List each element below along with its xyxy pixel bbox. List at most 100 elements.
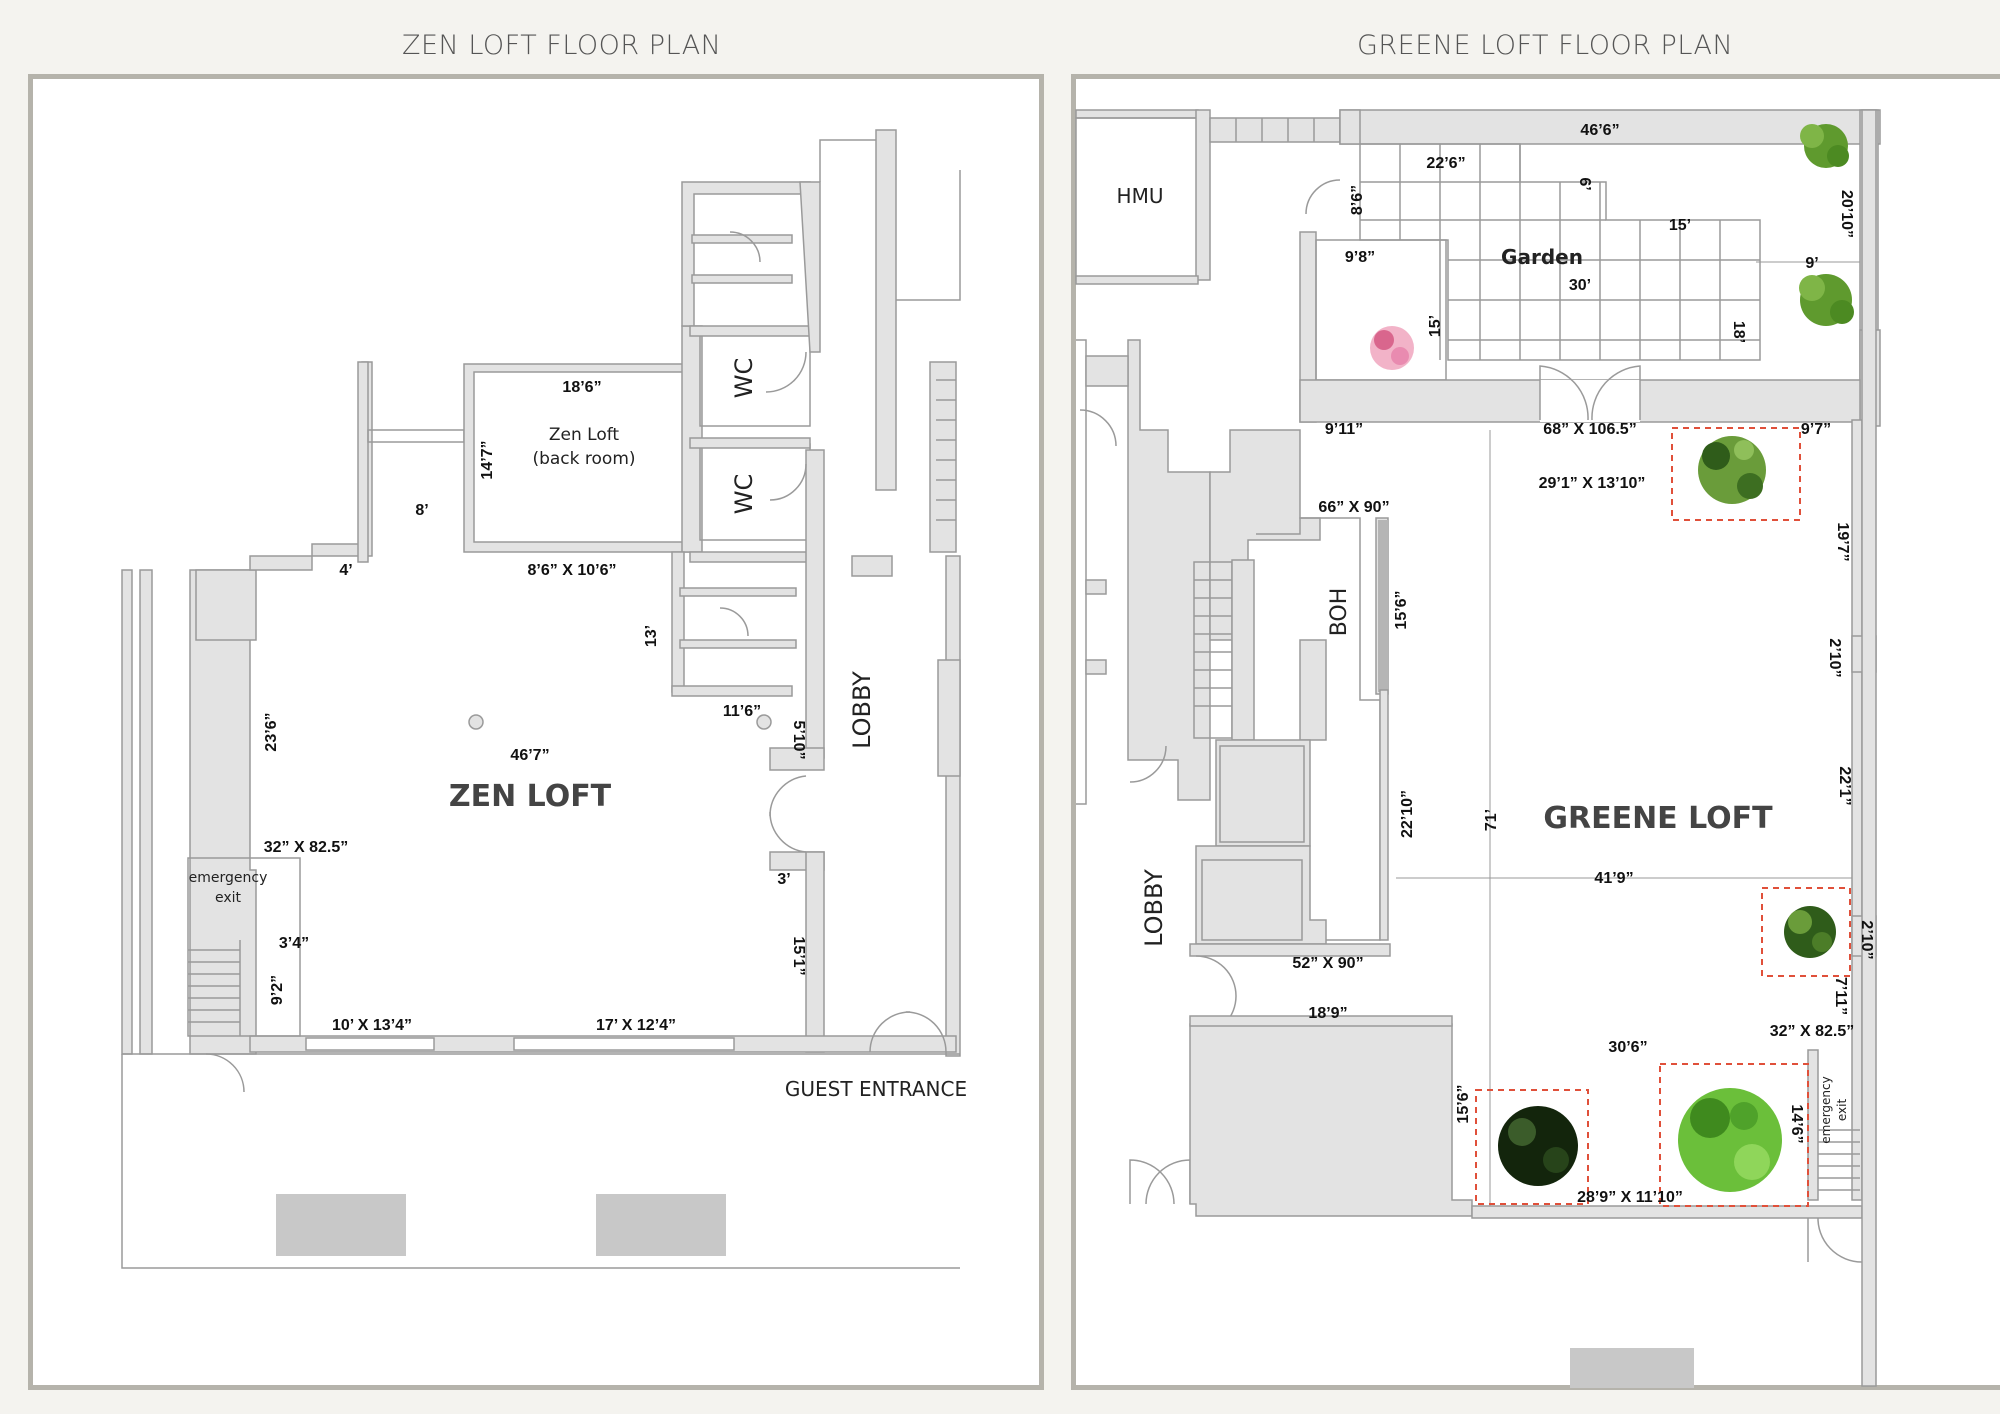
zen-wc-door-2 — [769, 463, 807, 501]
zen-floor-plan: Zen Loft (back room) WC WC LOBBY ZEN LOF… — [121, 129, 967, 1269]
greene-east-wall — [1851, 419, 1863, 1201]
zen-wc-1-label: WC — [730, 358, 758, 399]
zen-planter-2 — [596, 1194, 726, 1256]
zen-east-service-wall — [875, 129, 897, 491]
zen-window-1 — [305, 1037, 435, 1051]
zen-west-pillar — [189, 569, 257, 1055]
zen-column-2 — [756, 714, 772, 730]
greene-garden-door-2 — [1591, 365, 1641, 421]
zen-dim-8: 8’ — [415, 502, 428, 519]
greene-dim-14-6: 14’6” — [1788, 1104, 1805, 1143]
greene-hmu-label: HMU — [1117, 184, 1164, 208]
greene-zone-4 — [1659, 1063, 1809, 1207]
greene-garden-north-wall — [1339, 109, 1881, 145]
greene-dim-15-6b: 15’6” — [1455, 1084, 1472, 1123]
greene-exit-door — [1817, 1215, 1863, 1263]
zen-lobby-label: LOBBY — [848, 671, 876, 749]
zen-stall-door-1 — [729, 231, 761, 263]
zen-lobby-east-wall — [945, 555, 961, 1057]
zen-dim-back-width: 18’6” — [562, 379, 601, 396]
greene-plant-4 — [1784, 906, 1836, 958]
greene-dim-22-6: 22’6” — [1426, 155, 1465, 172]
greene-garden-door-1 — [1539, 365, 1589, 421]
greene-dim-7-11: 7’11” — [1832, 977, 1849, 1015]
zen-lower-stall-wall — [671, 551, 685, 693]
greene-south-wall — [1471, 1205, 1863, 1219]
greene-lobby-door-1 — [1195, 955, 1237, 997]
greene-boh-label: BOH — [1327, 588, 1352, 637]
zen-courtyard-outline — [121, 1054, 960, 1269]
zen-lobby-top-wall — [851, 555, 893, 577]
zen-wc-door-1 — [765, 351, 807, 393]
zen-dim-3: 3’ — [777, 871, 790, 888]
greene-planter — [1570, 1348, 1694, 1388]
greene-dim-22-1: 22’1” — [1836, 766, 1853, 805]
zen-entrance-door-2 — [905, 1011, 947, 1053]
zen-stall-divider-3 — [679, 587, 797, 597]
zen-dim-46-7: 46’7” — [510, 747, 549, 764]
zen-back-room-label-2: (back room) — [532, 449, 635, 469]
greene-west-stub-2 — [1085, 579, 1107, 595]
zen-dim-10: 10’ X 13’4” — [332, 1017, 412, 1034]
zen-corridor-step — [769, 747, 825, 771]
greene-lobby-label: LOBBY — [1140, 869, 1168, 947]
greene-dim-41-9: 41’9” — [1594, 870, 1633, 887]
greene-dim-8-6: 8’6” — [1349, 185, 1366, 215]
zen-stall-bottom-wall — [671, 685, 793, 697]
greene-dim-18-9: 18’9” — [1308, 1005, 1347, 1022]
zen-lobby-east-nook — [937, 659, 961, 777]
greene-dim-66: 66” X 90” — [1318, 499, 1389, 516]
greene-dim-46-6: 46’6” — [1580, 122, 1619, 139]
greene-south-west-block-top — [1189, 1015, 1453, 1027]
greene-plan-title: GREENE LOFT FLOOR PLAN — [1357, 30, 1734, 61]
zen-dim-23-6: 23’6” — [263, 712, 280, 751]
zen-window-2 — [513, 1037, 735, 1051]
greene-dim-32: 32” X 82.5” — [1770, 1023, 1855, 1040]
greene-stair-treads — [1194, 579, 1232, 707]
greene-west-stub-3 — [1085, 659, 1107, 675]
greene-dim-9-11: 9’11” — [1325, 421, 1363, 438]
zen-entrance-door-1 — [869, 1011, 911, 1053]
zen-room-name: ZEN LOFT — [449, 779, 612, 814]
greene-far-east-line — [1861, 109, 1877, 1387]
greene-plant-pink — [1370, 326, 1414, 370]
zen-exit-door — [205, 1053, 245, 1093]
greene-boh-south-wall — [1189, 943, 1391, 957]
zen-wc-bottom-wall — [689, 551, 811, 563]
zen-wc-block-top — [681, 181, 811, 327]
zen-north-pillar — [357, 361, 369, 563]
zen-dim-back-door: 8’6” X 10’6” — [528, 562, 617, 579]
greene-exit-wall — [1807, 1049, 1819, 1201]
zen-lobby-door-1 — [769, 775, 807, 817]
greene-boh-room-2 — [1201, 859, 1303, 941]
greene-stair-core — [1209, 429, 1321, 641]
zen-stall-divider-4 — [679, 639, 797, 649]
zen-dim-13: 13’ — [643, 625, 660, 647]
greene-hmu-bottom — [1075, 275, 1199, 285]
zen-north-step-wall — [249, 361, 373, 571]
greene-plant-1 — [1800, 124, 1849, 168]
greene-dim-9-8: 9’8” — [1345, 249, 1375, 266]
zen-dim-32: 32” X 82.5” — [264, 839, 349, 856]
greene-south-door-1 — [1129, 1159, 1175, 1205]
greene-dim-68: 68” X 106.5” — [1543, 421, 1636, 438]
greene-plant-2 — [1799, 274, 1854, 326]
greene-stair-east-wall — [1231, 559, 1255, 741]
greene-boh-room-1-inner — [1219, 745, 1305, 843]
zen-dim-3-4: 3’4” — [279, 935, 309, 952]
zen-stall-divider-1 — [691, 234, 793, 244]
greene-dim-9: 9’ — [1805, 255, 1818, 272]
greene-plant-3 — [1698, 436, 1766, 504]
greene-dim-29-1: 29’1” X 13’10” — [1539, 475, 1646, 492]
zen-wc-mid-wall — [689, 437, 811, 449]
zen-column-1 — [468, 714, 484, 730]
greene-south-west-block — [1189, 1023, 1473, 1217]
zen-west-wall-inner — [139, 569, 153, 1055]
zen-dim-5-10: 5’10” — [790, 720, 807, 759]
zen-emergency-label-1: emergency — [189, 870, 268, 886]
zen-stall-divider-2 — [691, 274, 793, 284]
greene-dim-18: 18’ — [1730, 321, 1747, 343]
greene-hmu-east-wall — [1195, 109, 1211, 281]
zen-stair-rail — [929, 361, 957, 553]
zen-dim-11-6: 11’6” — [723, 703, 761, 720]
